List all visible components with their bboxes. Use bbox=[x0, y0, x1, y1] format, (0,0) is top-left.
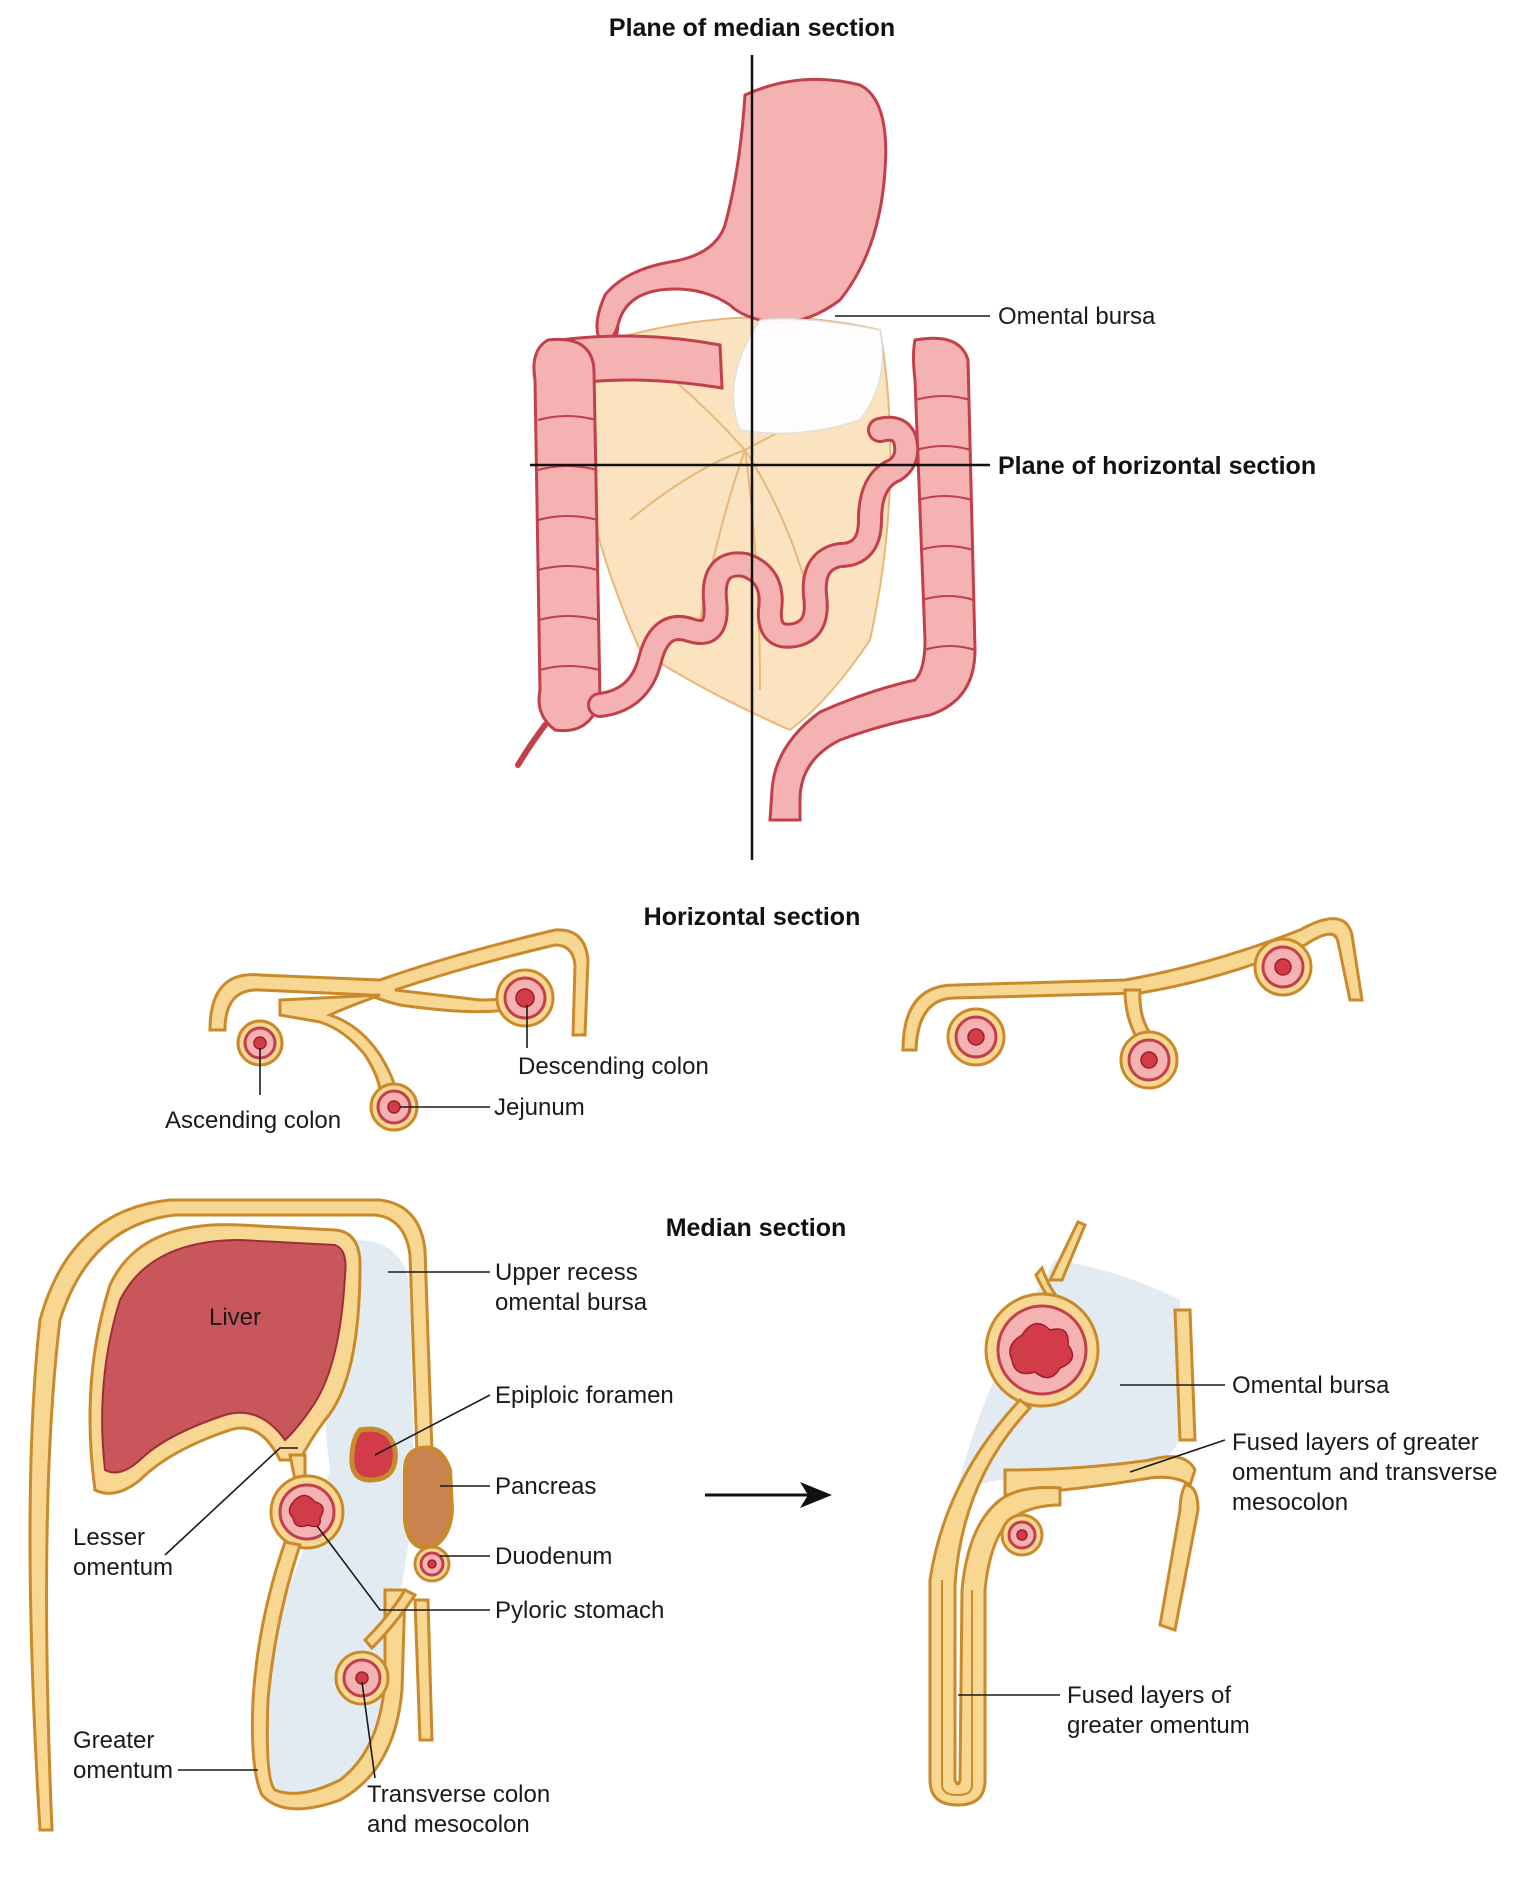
jejunum-lumen bbox=[387, 1100, 401, 1114]
appendix bbox=[515, 722, 548, 768]
transition-arrow bbox=[705, 1482, 832, 1508]
greater-omentum-label-1: Greater bbox=[73, 1727, 154, 1754]
transverse-colon bbox=[557, 334, 724, 390]
omental-bursa-veil bbox=[732, 318, 884, 435]
fused-greater-label-1: Fused layers of bbox=[1067, 1682, 1231, 1709]
epiploic-foramen-label: Epiploic foramen bbox=[495, 1382, 674, 1409]
median-plane-title: Plane of median section bbox=[609, 14, 895, 42]
liver bbox=[101, 1238, 347, 1474]
greater-omentum-label-2: omentum bbox=[73, 1757, 173, 1784]
small-intestine-fill bbox=[590, 418, 917, 715]
fused-layer-line bbox=[941, 1580, 973, 1797]
omental-bursa-after bbox=[945, 1260, 1180, 1560]
fused-greater-transverse-leader bbox=[1129, 1439, 1226, 1473]
lesser-omentum-leader bbox=[164, 1447, 298, 1556]
descending-colon bbox=[768, 336, 977, 822]
stomach-after-lumen bbox=[1009, 1322, 1074, 1379]
fused-greater-transverse-label-1: Fused layers of greater bbox=[1232, 1429, 1479, 1456]
pancreas bbox=[403, 1445, 455, 1551]
descending-colon-lumen bbox=[515, 988, 535, 1008]
median-section-title: Median section bbox=[666, 1214, 847, 1242]
abdominal-overview: Plane of median section Plane of horizon… bbox=[515, 14, 1316, 860]
horizontal-section-title: Horizontal section bbox=[644, 903, 861, 931]
epiploic-foramen-leader bbox=[374, 1394, 491, 1456]
transverse-mesocolon bbox=[362, 1588, 418, 1651]
transverse-colon-label-2: and mesocolon bbox=[367, 1811, 530, 1838]
lesser-omentum-label-2: omentum bbox=[73, 1554, 173, 1581]
ascending-colon-label: Ascending colon bbox=[165, 1107, 341, 1134]
pyloric-stomach-label: Pyloric stomach bbox=[495, 1597, 664, 1624]
lesser-omentum-label-1: Lesser bbox=[73, 1524, 145, 1551]
ascending-colon-lumen bbox=[253, 1036, 267, 1050]
duodenum-label: Duodenum bbox=[495, 1543, 612, 1570]
transverse-colon-leader bbox=[361, 1681, 376, 1779]
pyloric-stomach-leader bbox=[316, 1525, 490, 1611]
posterior-wall-after bbox=[1173, 1308, 1197, 1442]
right-jejunum-lumen bbox=[1140, 1051, 1158, 1069]
transverse-mesocolon-after bbox=[1158, 1483, 1200, 1632]
fused-greater-transverse-label-3: mesocolon bbox=[1232, 1489, 1348, 1516]
epiploic-foramen bbox=[349, 1426, 398, 1483]
stomach-stalk bbox=[1047, 1220, 1087, 1282]
stomach bbox=[595, 77, 888, 343]
descending-haustra bbox=[914, 395, 976, 651]
pancreas-label: Pancreas bbox=[495, 1473, 596, 1500]
posterior-wall-median bbox=[413, 1598, 434, 1742]
transverse-colon-after-lumen bbox=[1016, 1529, 1028, 1541]
fused-greater-omentum bbox=[928, 1397, 1062, 1807]
upper-recess-label-1: Upper recess bbox=[495, 1259, 638, 1286]
median-section-after: Omental bursa Fused layers of greater om… bbox=[928, 1220, 1497, 1807]
fused-greater-transverse-label-2: omentum and transverse bbox=[1232, 1459, 1497, 1486]
right-descending-lumen bbox=[1274, 958, 1292, 976]
median-section-before: Liver Upper recess omental bursa Epiploi… bbox=[28, 1198, 674, 1838]
pyloric-stomach-lumen bbox=[288, 1494, 324, 1528]
omental-bursa-right-label: Omental bursa bbox=[1232, 1372, 1390, 1399]
posterior-wall-left bbox=[208, 928, 590, 1037]
horizontal-plane-title: Plane of horizontal section bbox=[998, 452, 1316, 480]
jejunal-mesentery-left bbox=[278, 993, 397, 1092]
transverse-colon-label-1: Transverse colon bbox=[367, 1781, 550, 1808]
liver-label: Liver bbox=[209, 1304, 261, 1331]
right-ascending-lumen bbox=[967, 1028, 985, 1046]
upper-recess-label-2: omental bursa bbox=[495, 1289, 648, 1316]
horizontal-section-before: Descending colon Ascending colon Jejunum bbox=[165, 928, 709, 1134]
jejunum-label: Jejunum bbox=[494, 1094, 585, 1121]
ascending-colon bbox=[532, 337, 602, 733]
duodenum-lumen bbox=[427, 1559, 437, 1569]
fused-greater-label-2: greater omentum bbox=[1067, 1712, 1250, 1739]
descending-colon-label: Descending colon bbox=[518, 1053, 709, 1080]
omental-bursa-top-label: Omental bursa bbox=[998, 303, 1156, 330]
horizontal-section-after bbox=[901, 917, 1364, 1090]
